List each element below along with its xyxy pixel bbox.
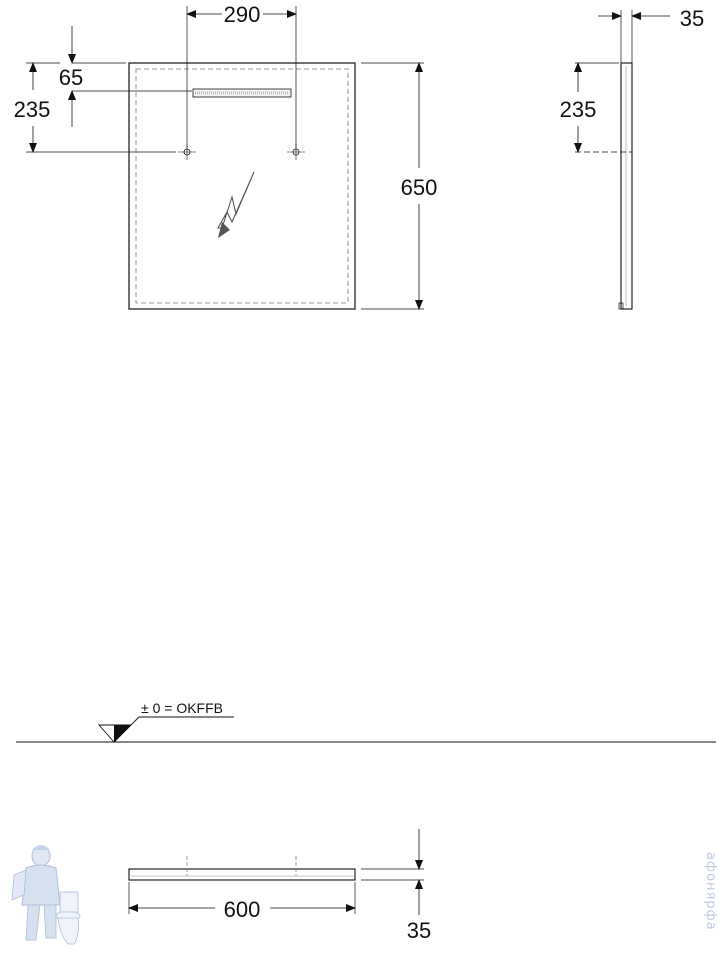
floor-level: ± 0 = OKFFB — [16, 700, 716, 743]
mirror-side-profile — [620, 62, 633, 310]
dim-65-label: 65 — [59, 65, 83, 90]
dim-235-label-front: 235 — [14, 97, 51, 122]
top-view: 600 35 — [128, 829, 431, 943]
side-view: 35 235 — [560, 6, 704, 310]
mirror-top-profile — [128, 868, 356, 881]
plumber-mascot-icon — [11, 845, 81, 945]
floor-level-label: ± 0 = OKFFB — [141, 700, 223, 716]
dim-35-label-top: 35 — [407, 918, 431, 943]
dim-290-label: 290 — [224, 2, 261, 27]
watermark-text: афонярфа — [703, 852, 718, 931]
mirror-inner-dashed — [135, 68, 349, 304]
mirror-outline — [128, 62, 356, 310]
dim-600-label: 600 — [224, 897, 261, 922]
dim-650-label: 650 — [401, 175, 438, 200]
dim-35-label-side: 35 — [680, 6, 704, 31]
dim-235-label-side: 235 — [560, 97, 597, 122]
front-view: 290 65 235 650 — [14, 2, 438, 310]
lightning-bolt-icon — [217, 171, 255, 238]
